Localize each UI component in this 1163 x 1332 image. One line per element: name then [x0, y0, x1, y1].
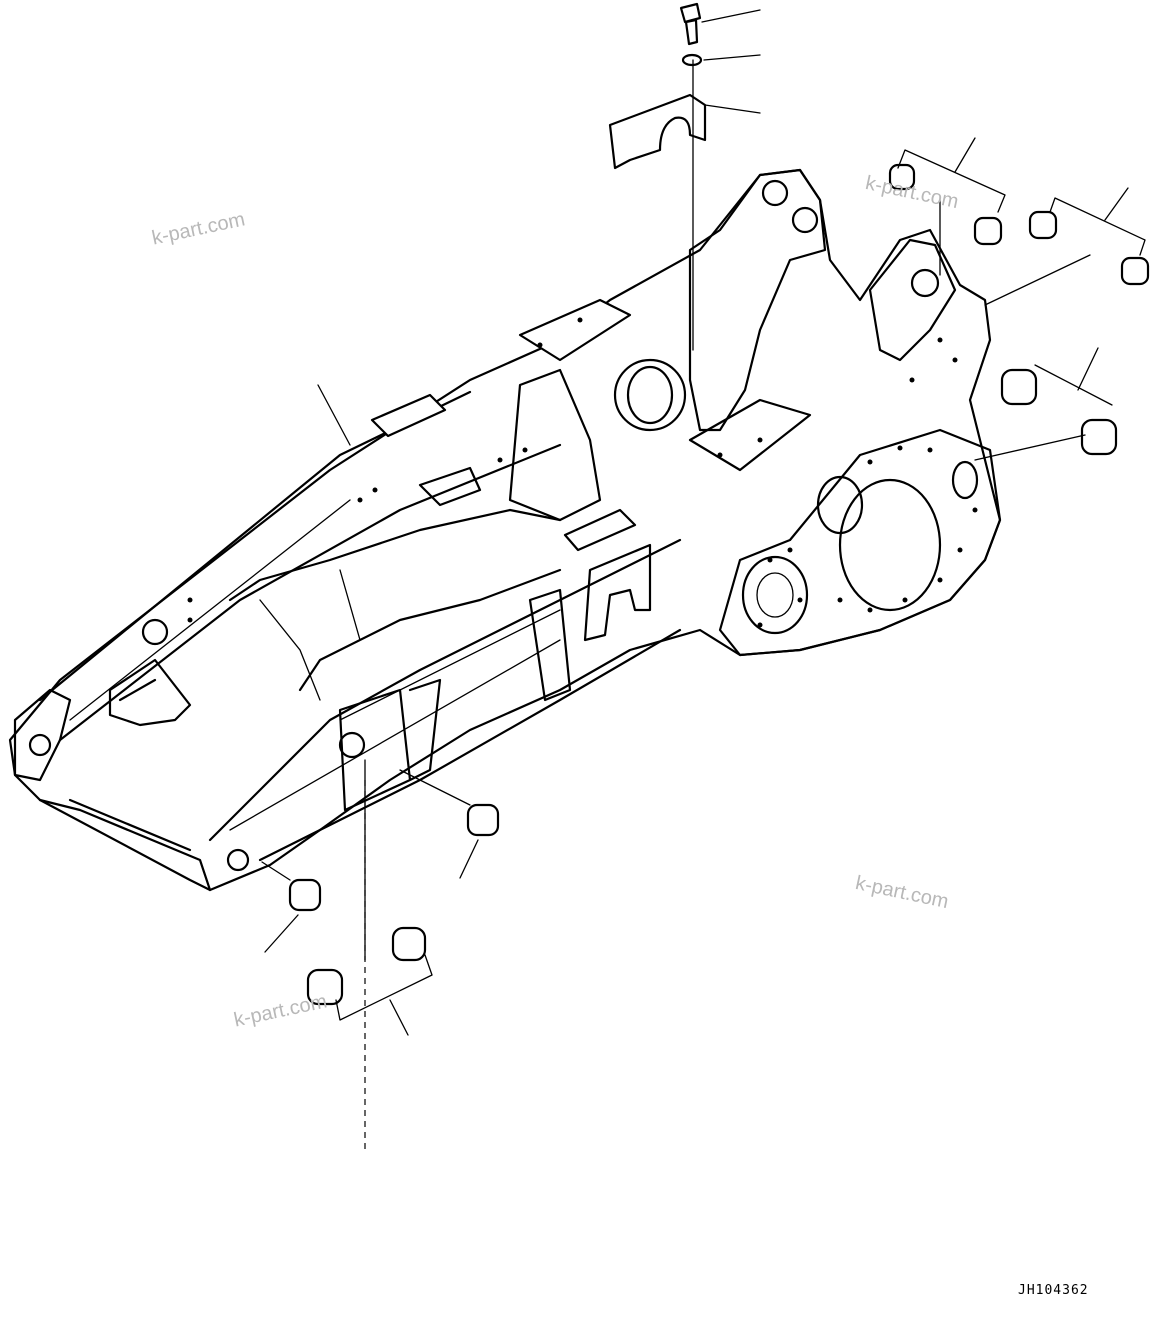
- front-right-pin-hole: [226, 848, 250, 872]
- bushing-part-6: [1080, 418, 1118, 456]
- rail-pad-2: [563, 508, 637, 552]
- washer-part: [681, 53, 703, 67]
- rail-pad-1: [370, 393, 447, 438]
- lower-drive-bore: [756, 572, 794, 618]
- final-drive-boss: [816, 475, 864, 535]
- bushing-part-1: [888, 163, 916, 191]
- washer-leader: [703, 54, 761, 61]
- rail-pad-3: [518, 298, 632, 362]
- bolt-hole-pattern: [187, 317, 978, 628]
- rear-upright-arm: [688, 168, 827, 432]
- upper-ring-housing: [613, 358, 687, 432]
- frame-leader: [317, 384, 351, 446]
- rear-pin-hole: [951, 460, 979, 500]
- flanged-bushing-bracket: [335, 759, 433, 1036]
- bushing-part-2: [973, 216, 1003, 246]
- sprocket-housing: [718, 428, 1002, 657]
- cross-member: [228, 508, 562, 692]
- rear-fork: [868, 238, 957, 362]
- rail-pad-4: [688, 398, 812, 472]
- right-brace-plate: [528, 588, 572, 702]
- arm-side-eye: [791, 206, 819, 234]
- front-end-block: [13, 688, 72, 782]
- bushing-part-8: [288, 878, 322, 912]
- rail-edge-lines: [69, 499, 561, 831]
- bushing-pair-a-bracket: [897, 137, 1006, 276]
- lower-drive-boss: [741, 555, 809, 635]
- bushing-pair-c-bracket: [974, 347, 1113, 461]
- bushing-pair-b-bracket: [984, 187, 1146, 306]
- left-side-rail: [38, 390, 562, 742]
- bushing-8-leader: [261, 861, 299, 953]
- drawing-code-label: JH104362: [1018, 1283, 1089, 1298]
- cross-member-inner: [259, 569, 361, 701]
- fork-pin-eye: [910, 268, 940, 298]
- sprocket-bore: [838, 478, 942, 612]
- roller-boss-center: [338, 731, 366, 759]
- arm-top-eye: [761, 179, 789, 207]
- flanged-bushing-part-2: [306, 968, 344, 1006]
- bushing-part-7: [466, 803, 500, 837]
- bolt-leader: [701, 9, 761, 23]
- front-pin-hole: [28, 733, 52, 757]
- front-bottom-plate: [38, 798, 212, 892]
- bushing-part-4: [1120, 256, 1150, 286]
- center-saddle: [508, 368, 602, 522]
- bearing-cap-part: [608, 93, 707, 170]
- flanged-bushing-part-1: [391, 926, 427, 962]
- cap-leader: [704, 104, 761, 114]
- bushing-part-5: [1000, 368, 1038, 406]
- front-bracket: [108, 658, 192, 727]
- center-brace-plate: [338, 678, 442, 812]
- bushing-7-leader: [399, 769, 479, 879]
- right-side-rail: [208, 538, 682, 862]
- bushing-part-3: [1028, 210, 1058, 240]
- inner-hook-bracket: [418, 466, 652, 642]
- upper-ring-bore: [626, 365, 674, 425]
- roller-boss-left: [141, 618, 169, 646]
- bolt-part: [679, 2, 702, 46]
